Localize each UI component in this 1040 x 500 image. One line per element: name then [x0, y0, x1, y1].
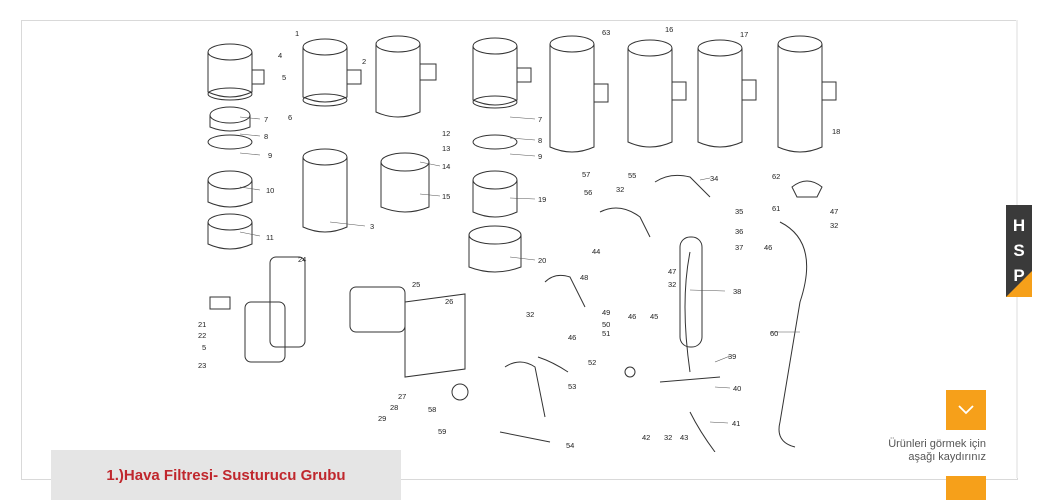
part-label: 61: [772, 204, 780, 213]
part-label: 37: [735, 243, 743, 252]
part-label: 12: [442, 129, 450, 138]
part-label: 46: [628, 312, 636, 321]
part-label: 51: [602, 329, 610, 338]
part-label: 47: [830, 207, 838, 216]
part-label: 32: [668, 280, 676, 289]
part-label: 1: [295, 29, 299, 38]
part-label: 14: [442, 162, 450, 171]
part-label: 49: [602, 308, 610, 317]
part-label: 34: [710, 174, 718, 183]
part-label: 24: [298, 255, 306, 264]
part-label: 45: [650, 312, 658, 321]
category-title: 1.)Hava Filtresi- Susturucu Grubu: [106, 466, 346, 484]
part-label: 21: [198, 320, 206, 329]
part-label: 62: [772, 172, 780, 181]
part-label: 58: [428, 405, 436, 414]
part-label: 32: [830, 221, 838, 230]
part-label: 2: [362, 57, 366, 66]
part-label: 25: [412, 280, 420, 289]
air-filter-7: [697, 39, 757, 148]
part-label: 5: [202, 343, 206, 352]
air-filter-5: [549, 35, 609, 153]
brand-badge[interactable]: H S P: [1006, 205, 1032, 297]
part-label: 23: [198, 361, 206, 370]
part-label: 22: [198, 331, 206, 340]
part-label: 15: [442, 192, 450, 201]
part-label: 26: [445, 297, 453, 306]
secondary-button[interactable]: [946, 476, 986, 500]
part-label: 18: [832, 127, 840, 136]
part-label: 13: [442, 144, 450, 153]
part-label: 36: [735, 227, 743, 236]
part-label: 41: [732, 419, 740, 428]
part-label: 50: [602, 320, 610, 329]
part-label: 56: [584, 188, 592, 197]
brand-accent: [1006, 271, 1032, 297]
air-filter-2: [302, 38, 362, 107]
part-label: 6: [288, 113, 292, 122]
part-label: 27: [398, 392, 406, 401]
part-label: 28: [390, 403, 398, 412]
part-label: 32: [664, 433, 672, 442]
scroll-down-button[interactable]: [946, 390, 986, 430]
air-filter-4: [472, 37, 532, 109]
part-label: 17: [740, 30, 748, 39]
category-caption[interactable]: 1.)Hava Filtresi- Susturucu Grubu: [51, 450, 401, 500]
part-label: 9: [538, 152, 542, 161]
part-label: 48: [580, 273, 588, 282]
parts-drawing: 1 2 4 5 6 7 8 9 10 11 12 13 14 15 3 7 8 …: [198, 25, 840, 452]
part-label: 29: [378, 414, 386, 423]
chevron-down-icon: [958, 405, 974, 415]
part-label: 20: [538, 256, 546, 265]
air-filter-1: [207, 43, 265, 101]
part-label: 46: [764, 243, 772, 252]
part-label: 46: [568, 333, 576, 342]
part-label: 11: [266, 233, 274, 242]
part-label: 16: [665, 25, 673, 34]
part-label: 8: [264, 132, 268, 141]
part-label: 55: [628, 171, 636, 180]
part-label: 60: [770, 329, 778, 338]
part-label: 3: [370, 222, 374, 231]
part-label: 9: [268, 151, 272, 160]
air-filter-6: [627, 39, 687, 148]
part-label: 32: [526, 310, 534, 319]
scroll-hint: Ürünleri görmek için aşağı kaydırınız: [860, 438, 986, 464]
part-label: 7: [538, 115, 542, 124]
part-label: 8: [538, 136, 542, 145]
part-label: 4: [278, 51, 282, 60]
part-label: 40: [733, 384, 741, 393]
part-label: 52: [588, 358, 596, 367]
part-label: 44: [592, 247, 600, 256]
part-label: 10: [266, 186, 274, 195]
part-label: 47: [668, 267, 676, 276]
part-label: 63: [602, 28, 610, 37]
part-label: 43: [680, 433, 688, 442]
part-label: 38: [733, 287, 741, 296]
part-label: 5: [282, 73, 286, 82]
part-label: 7: [264, 115, 268, 124]
part-label: 35: [735, 207, 743, 216]
brand-letter-h: H: [1012, 216, 1026, 235]
air-filter-3: [375, 35, 437, 118]
part-label: 42: [642, 433, 650, 442]
product-frame: [21, 20, 1018, 480]
part-label: 53: [568, 382, 576, 391]
part-label: 54: [566, 441, 574, 450]
scroll-hint-line-1: Ürünleri görmek için: [888, 438, 986, 450]
part-label: 19: [538, 195, 546, 204]
brand-letter-s: S: [1013, 241, 1025, 260]
exploded-parts-diagram: 1 2 4 5 6 7 8 9 10 11 12 13 14 15 3 7 8 …: [180, 22, 850, 452]
scroll-hint-line-2: aşağı kaydırınız: [908, 451, 986, 463]
part-label: 39: [728, 352, 736, 361]
part-label: 57: [582, 170, 590, 179]
air-filter-8: [777, 35, 837, 153]
part-label: 32: [616, 185, 624, 194]
part-label: 59: [438, 427, 446, 436]
